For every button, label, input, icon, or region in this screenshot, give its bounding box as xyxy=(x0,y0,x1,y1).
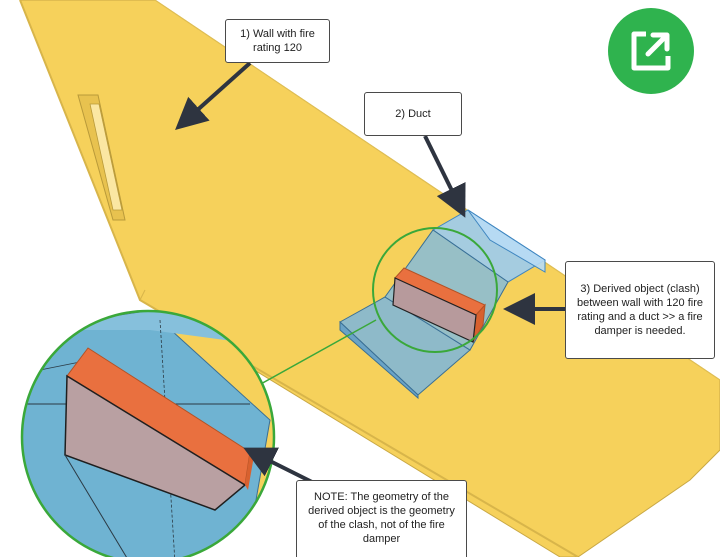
share-button[interactable] xyxy=(608,8,694,94)
note-arrow xyxy=(243,447,319,487)
callout-duct: 2) Duct xyxy=(364,92,462,136)
zoom-connector-line xyxy=(249,319,377,391)
callout-wall-text: 1) Wall with fire rating 120 xyxy=(240,28,315,54)
door-opening xyxy=(77,94,126,221)
callout-wall: 1) Wall with fire rating 120 xyxy=(225,19,330,63)
callout-clash-text: 3) Derived object (clash) between wall w… xyxy=(577,283,703,337)
callout-clash: 3) Derived object (clash) between wall w… xyxy=(565,261,715,359)
callout-duct-text: 2) Duct xyxy=(395,108,431,120)
callout-note: NOTE: The geometry of the derived object… xyxy=(296,480,467,557)
duct-arrow xyxy=(423,135,466,218)
magnified-detail xyxy=(20,309,276,557)
wall-arrow xyxy=(175,61,252,130)
clash-object xyxy=(392,267,486,343)
callout-note-text: NOTE: The geometry of the derived object… xyxy=(308,491,455,545)
share-export-icon xyxy=(631,31,671,71)
focus-circle xyxy=(372,227,498,353)
